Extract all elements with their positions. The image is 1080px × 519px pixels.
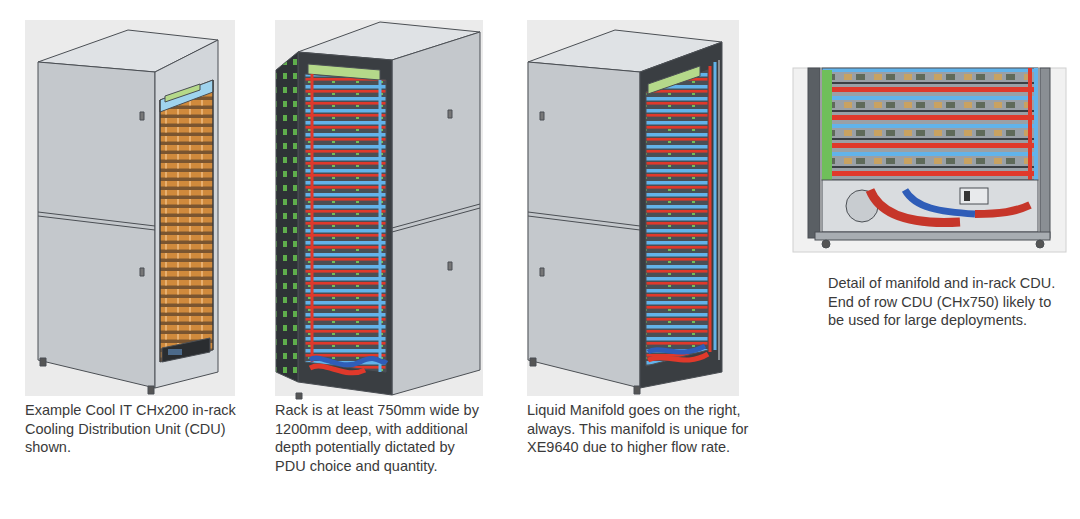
caption-text: Example Cool IT CHx200 in-rack Cooling D… [25, 401, 239, 457]
closed-rack [25, 20, 235, 396]
caption-text: Liquid Manifold goes on the right, alway… [527, 401, 751, 457]
caption-text: Detail of manifold and in-rack CDU. End … [828, 274, 1060, 330]
manifold-detail [793, 68, 1066, 252]
open-rack-manifold [527, 20, 739, 396]
caption-text: Rack is at least 750mm wide by 1200mm de… [275, 401, 481, 475]
open-rack-front [275, 20, 483, 399]
